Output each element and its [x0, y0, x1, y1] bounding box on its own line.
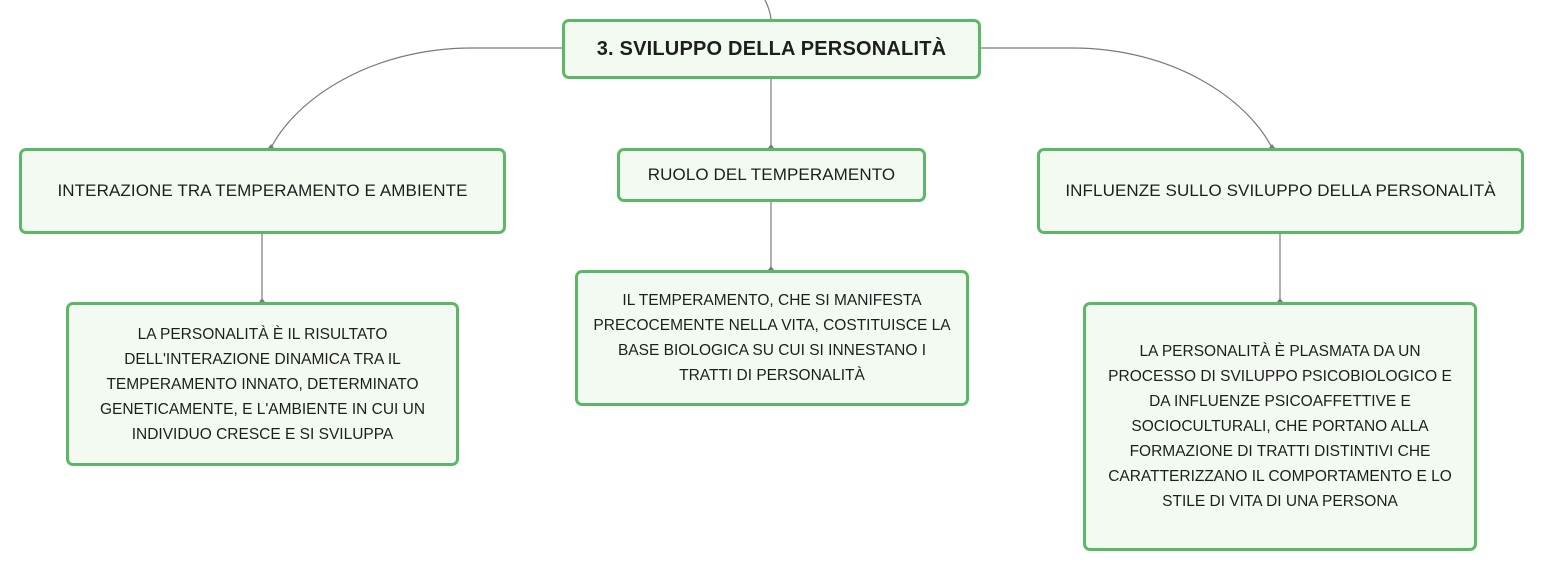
connector-root-to-topic-1	[270, 47, 562, 149]
detail-node-ruolo[interactable]: IL TEMPERAMENTO, CHE SI MANIFESTA PRECOC…	[575, 270, 969, 406]
topic-node-ruolo[interactable]: RUOLO DEL TEMPERAMENTO	[617, 148, 926, 202]
detail-node-influenze[interactable]: LA PERSONALITÀ È PLASMATA DA UN PROCESSO…	[1083, 302, 1477, 551]
root-node[interactable]: 3. SVILUPPO DELLA PERSONALITÀ	[562, 19, 981, 79]
detail-text: LA PERSONALITÀ È PLASMATA DA UN PROCESSO…	[1108, 343, 1452, 510]
root-label: 3. SVILUPPO DELLA PERSONALITÀ	[596, 37, 947, 60]
topic-label: INTERAZIONE TRA TEMPERAMENTO E AMBIENTE	[57, 181, 468, 200]
topic-node-interazione[interactable]: INTERAZIONE TRA TEMPERAMENTO E AMBIENTE	[19, 148, 506, 234]
topic-label: RUOLO DEL TEMPERAMENTO	[647, 165, 896, 184]
connector-parent-to-root	[764, 0, 772, 20]
topic-node-influenze[interactable]: INFLUENZE SULLO SVILUPPO DELLA PERSONALI…	[1037, 148, 1524, 234]
topic-label: INFLUENZE SULLO SVILUPPO DELLA PERSONALI…	[1065, 181, 1496, 200]
detail-node-interazione[interactable]: LA PERSONALITÀ È IL RISULTATO DELL'INTER…	[66, 302, 459, 466]
detail-text: LA PERSONALITÀ È IL RISULTATO DELL'INTER…	[99, 325, 426, 443]
connector-root-to-topic-3	[981, 47, 1273, 149]
detail-text: IL TEMPERAMENTO, CHE SI MANIFESTA PRECOC…	[593, 292, 951, 384]
